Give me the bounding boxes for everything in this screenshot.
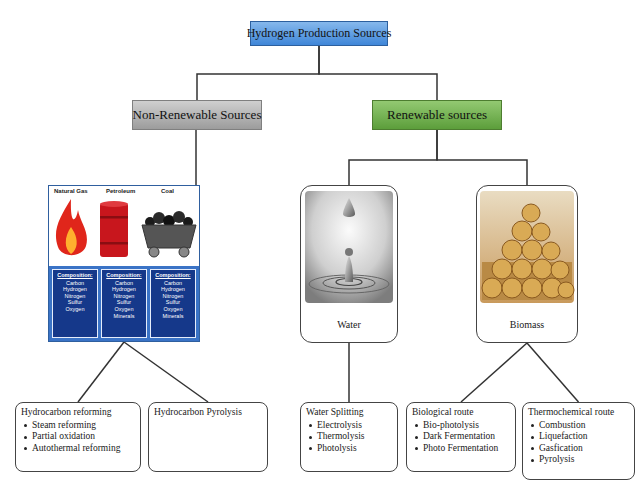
method-box: Water SplittingElectrolysisThermolysisPh… bbox=[300, 402, 398, 472]
method-item: Electrolysis bbox=[306, 420, 392, 432]
method-box: Thermochemical routeCombustionLiquefacti… bbox=[522, 402, 635, 480]
composition-heading: Composition: bbox=[103, 272, 145, 279]
composition-box: Composition:Carbon Hydrogen Nitrogen Sul… bbox=[150, 269, 196, 338]
fossil-panel-art bbox=[49, 199, 199, 341]
method-item: Bio-photolysis bbox=[412, 420, 510, 432]
connector bbox=[78, 342, 124, 402]
method-heading: Biological route bbox=[412, 407, 510, 419]
method-box: Biological routeBio-photolysisDark Ferme… bbox=[406, 402, 516, 472]
method-item: Thermolysis bbox=[306, 431, 392, 443]
composition-heading: Composition: bbox=[54, 272, 96, 279]
fuel-name: Natural Gas bbox=[54, 188, 88, 194]
node-label: Hydrogen Production Sources bbox=[247, 26, 392, 41]
composition-list: Carbon Hydrogen Nitrogen Sulfur Oxygen bbox=[63, 280, 87, 313]
composition-list: Carbon Hydrogen Nitrogen Sulfur Oxygen M… bbox=[161, 280, 185, 320]
method-heading: Hydrocarbon Pyrolysis bbox=[154, 407, 262, 419]
node-label: Renewable sources bbox=[387, 107, 487, 123]
method-item: Liquefaction bbox=[528, 431, 629, 443]
node-label: Biomass bbox=[510, 319, 544, 330]
hay-bales-art bbox=[480, 191, 574, 303]
method-item: Partial oxidation bbox=[21, 431, 135, 443]
method-item: Steam reforming bbox=[21, 420, 135, 432]
connector bbox=[348, 343, 350, 402]
fuel-name: Petroleum bbox=[106, 188, 135, 194]
connector bbox=[349, 130, 437, 185]
node-label: Water bbox=[337, 319, 361, 330]
method-item: Pyrolysis bbox=[528, 454, 629, 466]
node-label: Non-Renewable Sources bbox=[133, 107, 262, 123]
composition-heading: Composition: bbox=[152, 272, 194, 279]
connector bbox=[195, 130, 197, 185]
method-heading: Hydrocarbon reforming bbox=[21, 407, 135, 419]
fossil-panel: Natural GasPetroleumCoalComposition:Carb… bbox=[48, 185, 200, 342]
source-box: Biomass bbox=[476, 185, 578, 343]
root-box: Hydrogen Production Sources bbox=[250, 21, 388, 46]
connector bbox=[437, 130, 527, 185]
water-drop-art bbox=[305, 191, 393, 303]
method-box: Hydrocarbon Pyrolysis bbox=[148, 402, 268, 472]
method-box: Hydrocarbon reformingSteam reformingPart… bbox=[15, 402, 141, 472]
connector bbox=[124, 342, 208, 402]
method-item: Gasfication bbox=[528, 443, 629, 455]
method-heading: Thermochemical route bbox=[528, 407, 629, 419]
connector bbox=[461, 343, 527, 402]
composition-box: Composition:Carbon Hydrogen Nitrogen Sul… bbox=[52, 269, 98, 338]
source-box: Water bbox=[300, 185, 398, 343]
composition-list: Carbon Hydrogen Nitrogen Sulfur Oxygen M… bbox=[112, 280, 136, 320]
category-box: Non-Renewable Sources bbox=[132, 100, 262, 130]
method-item: Autothermal reforming bbox=[21, 443, 135, 455]
fuel-name: Coal bbox=[161, 188, 174, 194]
method-heading: Water Splitting bbox=[306, 407, 392, 419]
connector bbox=[319, 46, 437, 100]
category-box: Renewable sources bbox=[372, 100, 502, 130]
method-item: Combustion bbox=[528, 420, 629, 432]
method-item: Photo Fermentation bbox=[412, 443, 510, 455]
method-item: Photolysis bbox=[306, 443, 392, 455]
connector bbox=[197, 46, 319, 100]
composition-box: Composition:Carbon Hydrogen Nitrogen Sul… bbox=[101, 269, 147, 338]
connector bbox=[527, 343, 579, 402]
method-item: Dark Fermentation bbox=[412, 431, 510, 443]
